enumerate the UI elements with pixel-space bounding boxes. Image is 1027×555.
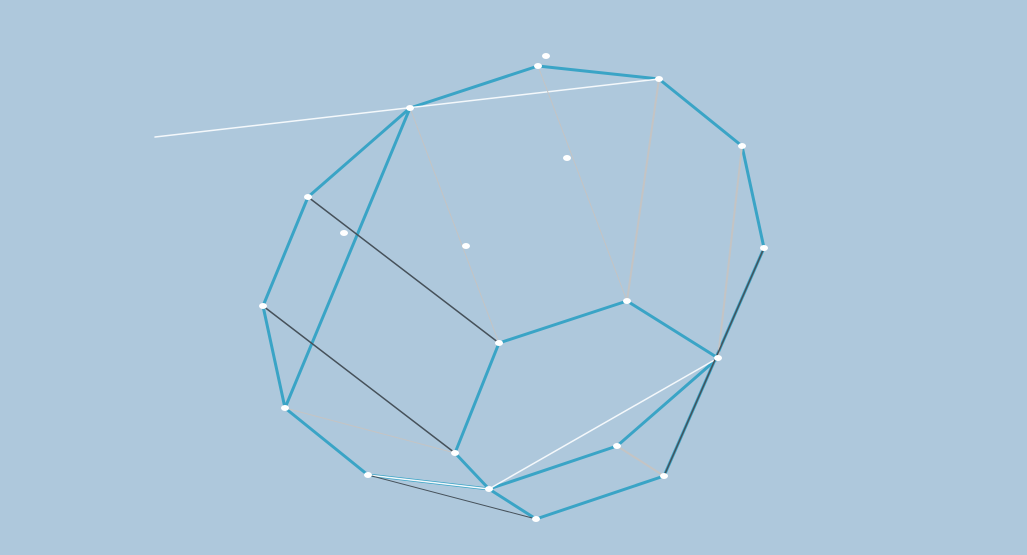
vertex-m[interactable] [259, 303, 267, 309]
edge-c-k [626, 78, 660, 302]
edge-n-q [615, 356, 720, 448]
vertex-i[interactable] [462, 243, 470, 249]
edge-d-g [306, 106, 412, 199]
edge-q-r [616, 445, 665, 477]
edge-n-t [488, 357, 719, 490]
edge-l-p [453, 341, 501, 455]
edge-l-k [497, 299, 629, 345]
edge-d-l [409, 107, 500, 344]
edge-o-p [284, 407, 456, 454]
vertex-j[interactable] [760, 245, 768, 251]
vertex-p[interactable] [451, 450, 459, 456]
vertex-b[interactable] [534, 63, 542, 69]
edge-u-r [534, 474, 666, 521]
edge-c-e [657, 77, 744, 148]
edge-s-t [367, 474, 490, 490]
polyhedron-edges [154, 64, 766, 521]
edge-j-r [663, 247, 765, 477]
vertex-u[interactable] [532, 516, 540, 522]
edge-t-u [487, 487, 538, 521]
edge-g-m [261, 195, 310, 308]
edge-b-c [536, 64, 661, 81]
vertex-r[interactable] [660, 473, 668, 479]
vertex-d[interactable] [406, 105, 414, 111]
vertex-k[interactable] [623, 298, 631, 304]
edge-d-o [283, 106, 412, 410]
vertex-f[interactable] [563, 155, 571, 161]
edge-p-t [453, 451, 491, 491]
vertex-s[interactable] [364, 472, 372, 478]
edge-b-k [537, 65, 628, 302]
edge-s-u [367, 474, 537, 520]
edge-e-n [717, 145, 743, 359]
vertex-e[interactable] [738, 143, 746, 149]
vertex-l[interactable] [495, 340, 503, 346]
vertex-t[interactable] [485, 486, 493, 492]
vertex-h[interactable] [340, 230, 348, 236]
edge-m-p [262, 305, 456, 454]
edge-b-d [408, 64, 540, 110]
edge-o-s [283, 406, 370, 477]
edge-k-n [625, 299, 720, 360]
edge-t-q [487, 444, 619, 491]
vertex-c[interactable] [655, 76, 663, 82]
edge-m-o [261, 304, 287, 410]
edge-e-j [740, 144, 766, 250]
vertex-a[interactable] [542, 53, 550, 59]
edge-g-l [307, 196, 500, 344]
vertex-q[interactable] [613, 443, 621, 449]
vertex-o[interactable] [281, 405, 289, 411]
vertex-n[interactable] [714, 355, 722, 361]
vertex-g[interactable] [304, 194, 312, 200]
polyhedron-vertices [259, 53, 768, 522]
